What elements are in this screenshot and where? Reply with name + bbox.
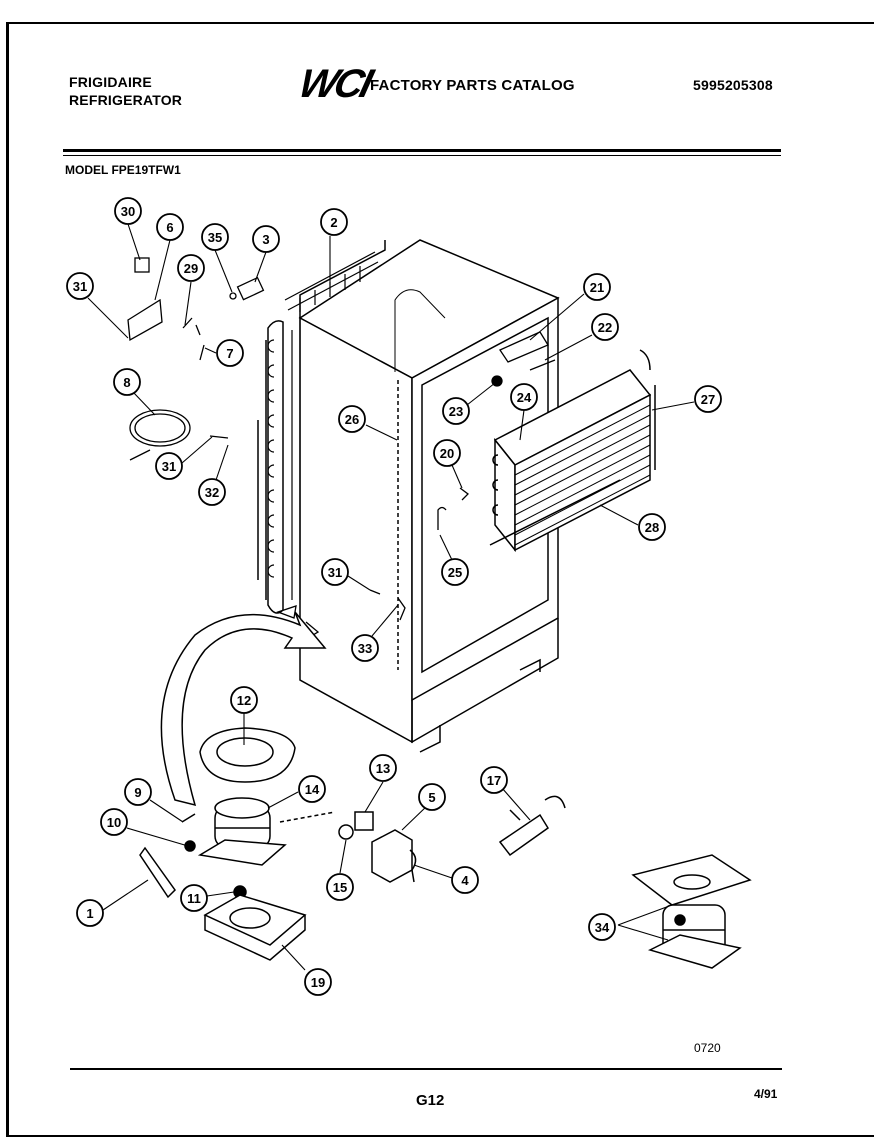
location-arrow bbox=[160, 611, 327, 807]
svg-text:24: 24 bbox=[517, 390, 532, 405]
callout-35: 35 bbox=[201, 223, 229, 251]
callout-11: 11 bbox=[180, 884, 208, 912]
leader-lines bbox=[87, 223, 695, 971]
svg-text:11: 11 bbox=[187, 891, 201, 906]
svg-text:32: 32 bbox=[205, 485, 219, 500]
callout-7: 7 bbox=[216, 339, 244, 367]
callout-30: 30 bbox=[114, 197, 142, 225]
callout-31: 31 bbox=[66, 272, 94, 300]
compressor-assembly bbox=[139, 727, 336, 961]
catalog-title: FACTORY PARTS CATALOG bbox=[370, 77, 575, 94]
page-frame bbox=[6, 22, 874, 1137]
callout-33: 33 bbox=[351, 634, 379, 662]
callout-10: 10 bbox=[100, 808, 128, 836]
footer-rule bbox=[70, 1068, 782, 1070]
svg-text:21: 21 bbox=[590, 280, 604, 295]
callout-28: 28 bbox=[638, 513, 666, 541]
callout-8: 8 bbox=[113, 368, 141, 396]
callout-24: 24 bbox=[510, 383, 538, 411]
svg-text:33: 33 bbox=[358, 641, 372, 656]
svg-text:14: 14 bbox=[305, 782, 320, 797]
callout-14: 14 bbox=[298, 775, 326, 803]
svg-text:13: 13 bbox=[376, 761, 390, 776]
callout-15: 15 bbox=[326, 873, 354, 901]
svg-text:2: 2 bbox=[330, 215, 337, 230]
callout-29: 29 bbox=[177, 254, 205, 282]
callout-31b: 31 bbox=[155, 452, 183, 480]
callout-23: 23 bbox=[442, 397, 470, 425]
callout-32: 32 bbox=[198, 478, 226, 506]
callout-13: 13 bbox=[369, 754, 397, 782]
svg-text:31: 31 bbox=[73, 279, 87, 294]
svg-text:29: 29 bbox=[184, 261, 198, 276]
svg-text:4: 4 bbox=[461, 873, 469, 888]
svg-text:34: 34 bbox=[595, 920, 610, 935]
model-label: MODEL FPE19TFW1 bbox=[65, 163, 181, 177]
svg-text:22: 22 bbox=[598, 320, 612, 335]
svg-text:3: 3 bbox=[262, 232, 269, 247]
electrical-parts bbox=[338, 795, 566, 883]
callout-27: 27 bbox=[694, 385, 722, 413]
callout-6: 6 bbox=[156, 213, 184, 241]
header-rule bbox=[63, 149, 781, 152]
svg-text:31: 31 bbox=[328, 565, 342, 580]
catalog-number: 5995205308 bbox=[693, 77, 773, 93]
callout-26: 26 bbox=[338, 405, 366, 433]
callout-1: 1 bbox=[76, 899, 104, 927]
callout-25: 25 bbox=[441, 558, 469, 586]
svg-text:19: 19 bbox=[311, 975, 325, 990]
brand-name: FRIGIDAIRE bbox=[69, 74, 152, 90]
callout-34: 34 bbox=[588, 913, 616, 941]
svg-text:7: 7 bbox=[226, 346, 233, 361]
page-code: G12 bbox=[416, 1092, 445, 1109]
svg-text:20: 20 bbox=[440, 446, 454, 461]
svg-text:8: 8 bbox=[123, 375, 130, 390]
callout-markers: 30 6 35 3 2 31 29 7 21 22 8 26 23 24 27 … bbox=[66, 197, 722, 996]
callout-31c: 31 bbox=[321, 558, 349, 586]
svg-text:10: 10 bbox=[107, 815, 121, 830]
callout-2: 2 bbox=[320, 208, 348, 236]
callout-20: 20 bbox=[433, 439, 461, 467]
callout-3: 3 bbox=[252, 225, 280, 253]
callout-5: 5 bbox=[418, 783, 446, 811]
svg-text:27: 27 bbox=[701, 392, 715, 407]
evaporator bbox=[489, 349, 656, 553]
svg-text:15: 15 bbox=[333, 880, 347, 895]
callout-9: 9 bbox=[124, 778, 152, 806]
drawing-code: 0720 bbox=[694, 1041, 721, 1055]
svg-text:28: 28 bbox=[645, 520, 659, 535]
svg-text:9: 9 bbox=[134, 785, 141, 800]
svg-text:5: 5 bbox=[428, 790, 435, 805]
compressor-detail bbox=[631, 854, 752, 969]
callout-19: 19 bbox=[304, 968, 332, 996]
revision-date: 4/91 bbox=[754, 1087, 778, 1101]
header-rule-thin bbox=[63, 155, 781, 156]
svg-text:1: 1 bbox=[86, 906, 93, 921]
callout-12: 12 bbox=[230, 686, 258, 714]
svg-text:31: 31 bbox=[162, 459, 176, 474]
svg-text:25: 25 bbox=[448, 565, 462, 580]
callout-21: 21 bbox=[583, 273, 611, 301]
product-type: REFRIGERATOR bbox=[69, 92, 183, 108]
svg-text:17: 17 bbox=[487, 773, 501, 788]
svg-text:6: 6 bbox=[166, 220, 173, 235]
callout-22: 22 bbox=[591, 313, 619, 341]
svg-text:30: 30 bbox=[121, 204, 135, 219]
callout-17: 17 bbox=[480, 766, 508, 794]
callout-4: 4 bbox=[451, 866, 479, 894]
svg-text:23: 23 bbox=[449, 404, 463, 419]
svg-text:26: 26 bbox=[345, 412, 359, 427]
svg-text:35: 35 bbox=[208, 230, 222, 245]
svg-text:12: 12 bbox=[237, 693, 251, 708]
